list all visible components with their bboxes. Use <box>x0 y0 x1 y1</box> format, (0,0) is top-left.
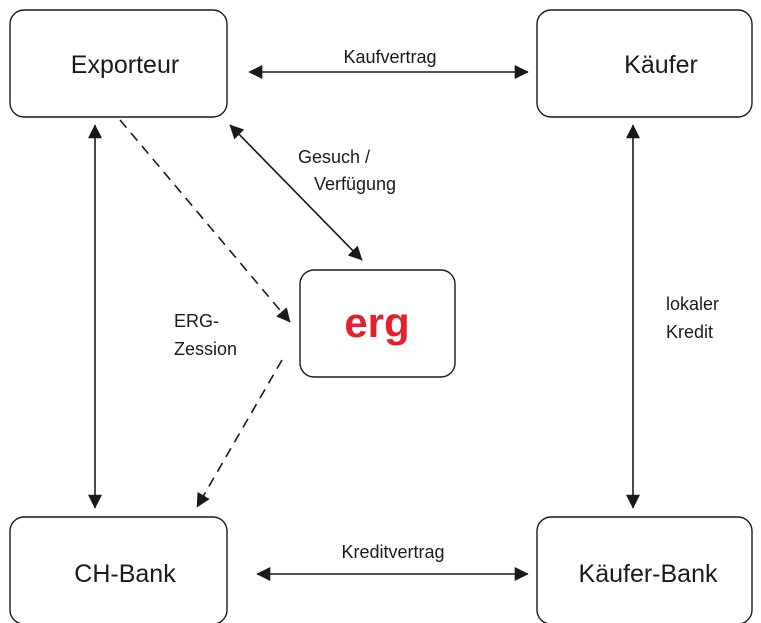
edge-lokaler-kredit-label-1: lokaler <box>666 294 719 314</box>
edge-erg-zession-label-1: ERG- <box>174 311 219 331</box>
node-erg: erg <box>299 269 456 378</box>
edge-kaufvertrag-label: Kaufvertrag <box>343 47 436 67</box>
edge-lokaler-kredit-label-2: Kredit <box>666 322 713 342</box>
edge-gesuch-label-1: Gesuch / <box>298 147 370 167</box>
node-erg-label: erg <box>344 299 409 346</box>
node-kaeufer: Käufer <box>536 9 753 118</box>
edge-erg-zession-dashed-arrow <box>119 119 291 323</box>
node-kaeufer-bank-label: Käufer-Bank <box>579 560 718 588</box>
node-ch-bank-label: CH-Bank <box>74 560 176 588</box>
edge-erg-zession-label-2: Zession <box>174 339 237 359</box>
node-exporteur-label: Exporteur <box>71 51 179 79</box>
node-kaeufer-bank: Käufer-Bank <box>536 516 753 623</box>
node-ch-bank: CH-Bank <box>9 516 228 623</box>
edge-erg-chbank-dashed-arrow <box>196 359 283 508</box>
node-kaeufer-label: Käufer <box>624 51 698 79</box>
edge-gesuch-arrow <box>229 124 363 261</box>
edge-gesuch-label-2: Verfügung <box>314 174 396 194</box>
edge-kreditvertrag-label: Kreditvertrag <box>341 542 444 562</box>
node-exporteur: Exporteur <box>9 9 228 118</box>
